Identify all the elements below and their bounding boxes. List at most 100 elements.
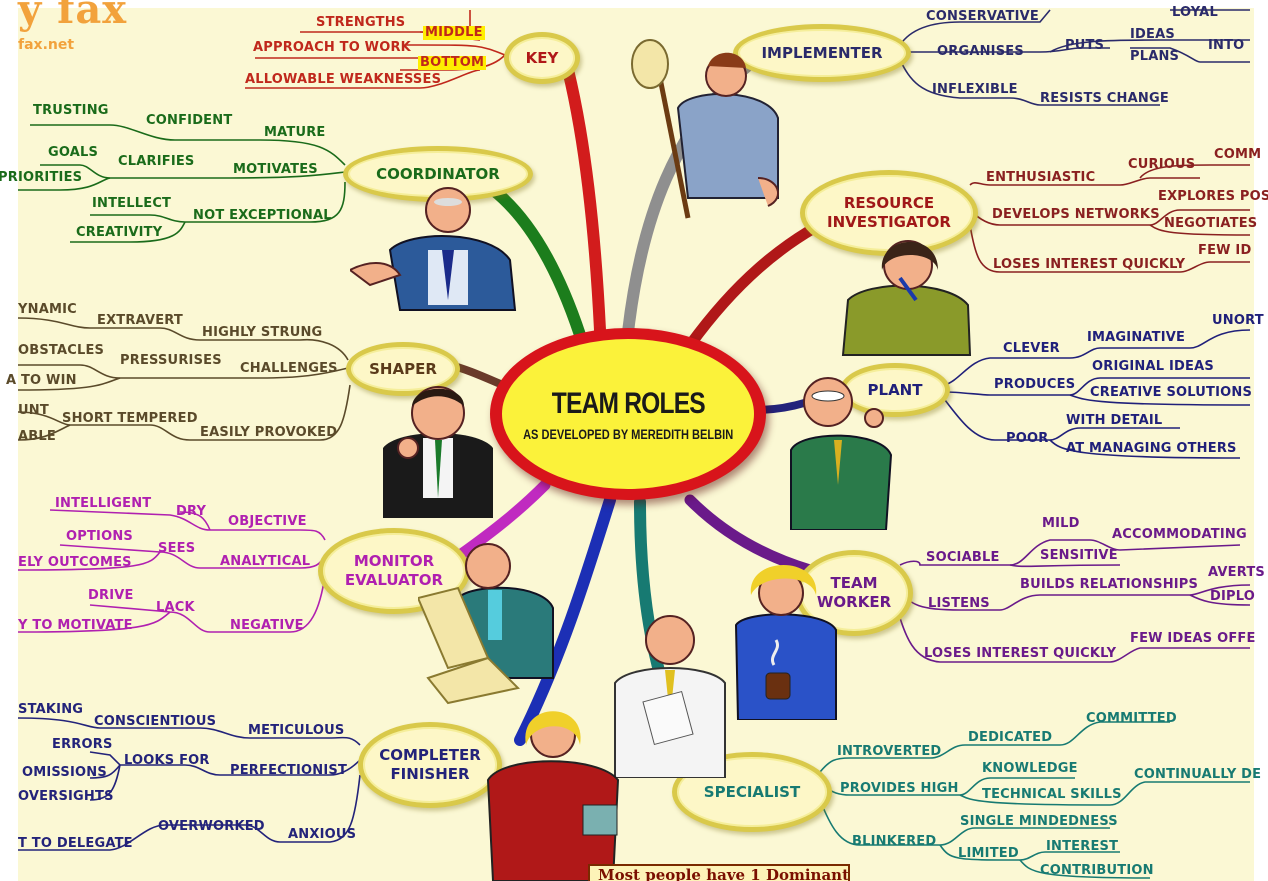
monitor-options: OPTIONS	[66, 529, 133, 544]
key-weaknesses: ALLOWABLE WEAKNESSES	[245, 72, 442, 87]
teamworker-averts: AVERTS	[1208, 565, 1265, 580]
completer-perfectionist: PERFECTIONIST	[230, 763, 348, 778]
plant-original-ideas: ORIGINAL IDEAS	[1092, 359, 1214, 374]
node-coordinator-label: COORDINATOR	[376, 164, 500, 183]
completer-overworked: OVERWORKED	[158, 819, 265, 834]
center-node[interactable]: TEAM ROLES AS DEVELOPED BY MEREDITH BELB…	[490, 328, 766, 500]
resource-curious: CURIOUS	[1128, 157, 1196, 172]
coordinator-trusting: TRUSTING	[33, 103, 109, 118]
monitor-analytical: ANALYTICAL	[220, 554, 311, 569]
monitor-negative: NEGATIVE	[230, 618, 304, 633]
shaper-unt: UNT	[18, 403, 49, 418]
monitor-evaluator-figure-icon	[418, 543, 554, 705]
specialist-interest: INTEREST	[1046, 839, 1119, 854]
node-implementer[interactable]: IMPLEMENTER	[733, 24, 911, 82]
node-plant[interactable]: PLANT	[840, 363, 950, 417]
shaper-pressurises: PRESSURISES	[120, 353, 222, 368]
node-plant-label: PLANT	[867, 380, 923, 399]
specialist-knowledge: KNOWLEDGE	[982, 761, 1078, 776]
teamworker-diplo: DIPLO	[1210, 589, 1256, 604]
monitor-lack: LACK	[156, 600, 195, 615]
shaper-extravert: EXTRAVERT	[97, 313, 183, 328]
resource-explores: EXPLORES POS	[1158, 189, 1268, 204]
shaper-short-tempered: SHORT TEMPERED	[62, 411, 198, 426]
completer-conscientious: CONSCIENTIOUS	[94, 714, 217, 729]
shaper-obstacles: OBSTACLES	[18, 343, 105, 358]
specialist-continually: CONTINUALLY DE	[1134, 767, 1262, 782]
resource-enthusiastic: ENTHUSIASTIC	[986, 170, 1096, 185]
shaper-dynamic: YNAMIC	[18, 302, 77, 317]
implementer-loyal: LOYAL	[1172, 5, 1218, 20]
coordinator-motivates: MOTIVATES	[233, 162, 318, 177]
plant-with-detail: WITH DETAIL	[1066, 413, 1163, 428]
completer-delegate: T TO DELEGATE	[18, 836, 133, 851]
teamworker-few: FEW IDEAS OFFE	[1130, 631, 1256, 646]
specialist-figure-icon	[614, 615, 726, 778]
specialist-committed: COMMITTED	[1086, 711, 1177, 726]
coordinator-not-exceptional: NOT EXCEPTIONAL	[193, 208, 332, 223]
node-resource-label-1: RESOURCE	[843, 194, 935, 212]
node-key[interactable]: KEY	[504, 32, 580, 84]
specialist-dedicated: DEDICATED	[968, 730, 1053, 745]
shaper-easily-provoked: EASILY PROVOKED	[200, 425, 338, 440]
implementer-conservative: CONSERVATIVE	[926, 9, 1040, 24]
plant-figure-icon	[790, 377, 893, 530]
monitor-drive: DRIVE	[88, 588, 134, 603]
coordinator-figure-icon	[350, 187, 517, 311]
logo-title: y fax	[18, 0, 128, 33]
coordinator-goals: GOALS	[48, 145, 99, 160]
completer-errors: ERRORS	[52, 737, 113, 752]
monitor-outcomes: ELY OUTCOMES	[18, 555, 132, 570]
shaper-challenges: CHALLENGES	[240, 361, 338, 376]
shaper-highly-strung: HIGHLY STRUNG	[202, 325, 323, 340]
teamworker-sociable: SOCIABLE	[926, 550, 1000, 565]
coordinator-clarifies: CLARIFIES	[118, 154, 195, 169]
teamworker-listens: LISTENS	[928, 596, 990, 611]
monitor-motivate: Y TO MOTIVATE	[18, 618, 133, 633]
node-shaper[interactable]: SHAPER	[346, 342, 460, 396]
monitor-sees: SEES	[158, 541, 196, 556]
plant-produces: PRODUCES	[994, 377, 1076, 392]
completer-anxious: ANXIOUS	[288, 827, 357, 842]
completer-omissions: OMISSIONS	[22, 765, 107, 780]
node-specialist[interactable]: SPECIALIST	[672, 752, 832, 832]
key-approach: APPROACH TO WORK	[253, 40, 411, 55]
node-shaper-label: SHAPER	[369, 359, 437, 378]
monitor-dry: DRY	[176, 504, 207, 519]
resource-comm: COMM	[1214, 147, 1262, 162]
logo-site: fax.net	[18, 37, 75, 53]
shaper-to-win: A TO WIN	[6, 373, 77, 388]
plant-at-managing: AT MANAGING OTHERS	[1066, 441, 1237, 456]
implementer-ideas: IDEAS	[1130, 27, 1175, 42]
completer-looks-for: LOOKS FOR	[124, 753, 210, 768]
plant-creative-solutions: CREATIVE SOLUTIONS	[1090, 385, 1253, 400]
implementer-into: INTO	[1208, 38, 1245, 53]
footer-note: Most people have 1 Dominant	[588, 864, 850, 881]
node-resource-label-2: INVESTIGATOR	[827, 213, 951, 231]
node-completer-label-2: FINISHER	[390, 765, 470, 783]
coordinator-confident: CONFIDENT	[146, 113, 233, 128]
teamworker-sensitive: SENSITIVE	[1040, 548, 1118, 563]
completer-meticulous: METICULOUS	[248, 723, 345, 738]
center-subtitle: AS DEVELOPED BY MEREDITH BELBIN	[522, 426, 734, 442]
implementer-resists: RESISTS CHANGE	[1040, 91, 1169, 106]
monitor-intelligent: INTELLIGENT	[55, 496, 152, 511]
implementer-figure-icon	[631, 39, 780, 219]
center-node-inner: TEAM ROLES AS DEVELOPED BY MEREDITH BELB…	[502, 339, 754, 489]
node-teamworker-label-1: TEAM	[830, 574, 878, 592]
specialist-contribution: CONTRIBUTION	[1040, 863, 1154, 878]
key-strengths: STRENGTHS	[316, 15, 406, 30]
coordinator-intellect: INTELLECT	[92, 196, 172, 211]
completer-oversights: OVERSIGHTS	[18, 789, 114, 804]
team-worker-figure-icon	[734, 565, 837, 720]
node-monitor-label-2: EVALUATOR	[344, 571, 444, 589]
node-implementer-label: IMPLEMENTER	[761, 43, 883, 62]
coordinator-priorities: PRIORITIES	[0, 170, 83, 185]
node-specialist-label: SPECIALIST	[703, 782, 801, 801]
resource-investigator-figure-icon	[841, 240, 972, 356]
specialist-limited: LIMITED	[958, 846, 1019, 861]
resource-negotiates: NEGOTIATES	[1164, 216, 1258, 231]
coordinator-mature: MATURE	[264, 125, 326, 140]
teamworker-mild: MILD	[1042, 516, 1080, 531]
